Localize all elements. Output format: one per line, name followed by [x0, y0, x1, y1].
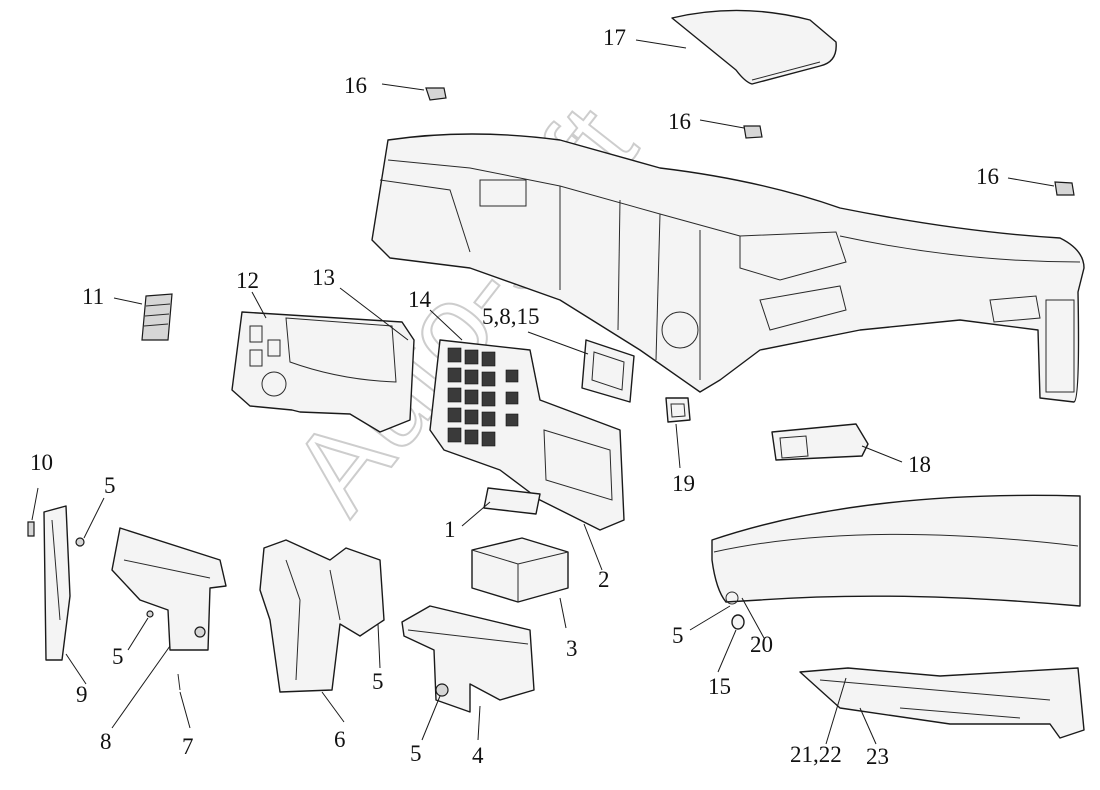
part-4-bracket — [401, 605, 535, 713]
callout-3: 3 — [566, 636, 578, 661]
callout-5-b: 5 — [112, 644, 124, 669]
part-11-grille — [141, 293, 173, 341]
callout-20: 20 — [750, 632, 773, 657]
callout-14: 14 — [408, 287, 432, 312]
part-18-vent-panel — [771, 423, 869, 461]
callout-6: 6 — [334, 727, 346, 752]
leader-lines — [31, 39, 1055, 745]
clip-16-a — [425, 87, 447, 101]
callout-2: 2 — [598, 567, 610, 592]
switch-grid — [447, 347, 519, 447]
part-8-bracket — [111, 527, 227, 651]
callout-9: 9 — [76, 682, 88, 707]
callout-13: 13 — [312, 265, 335, 290]
screw-5-b — [146, 610, 154, 618]
callout-4: 4 — [472, 743, 484, 768]
callout-18: 18 — [908, 452, 931, 477]
callout-16-c: 16 — [976, 164, 999, 189]
callout-5-e: 5 — [672, 623, 684, 648]
callout-5-a: 5 — [104, 473, 116, 498]
part-14-switch-panel — [429, 339, 625, 531]
part-20-lower-trim — [711, 494, 1081, 607]
callout-10: 10 — [30, 450, 53, 475]
part-10-bolt — [27, 521, 35, 537]
callout-16-a: 16 — [344, 73, 367, 98]
callout-8: 8 — [100, 729, 112, 754]
clip-16-b — [743, 125, 763, 139]
callout-labels: 17 16 16 16 11 12 13 14 5,8,15 19 18 1 2… — [30, 25, 999, 769]
callout-15: 15 — [708, 674, 731, 699]
callout-16-b: 16 — [668, 109, 691, 134]
part-23-shelf — [799, 667, 1085, 739]
callout-23: 23 — [866, 744, 889, 769]
part-top-cover — [671, 9, 837, 85]
part-12-cluster-panel — [231, 311, 415, 433]
callout-5-c: 5 — [372, 669, 384, 694]
callout-21-22: 21,22 — [790, 742, 842, 767]
clip-16-c — [1054, 181, 1075, 196]
callout-17: 17 — [603, 25, 626, 50]
callout-19: 19 — [672, 471, 695, 496]
part-dashboard-body — [371, 133, 1085, 403]
part-19-switch — [665, 397, 691, 423]
callout-5-8-15: 5,8,15 — [482, 304, 540, 329]
part-3-storage-box — [471, 537, 569, 603]
callout-5-d: 5 — [410, 741, 422, 766]
part-radio-housing — [581, 339, 635, 403]
callout-1: 1 — [444, 517, 456, 542]
part-6-center-column — [259, 539, 385, 693]
callout-12: 12 — [236, 268, 259, 293]
part-1-cover-plate — [483, 487, 541, 515]
part-9-side-trim — [43, 505, 71, 661]
screw-5-a — [75, 537, 85, 547]
callout-7: 7 — [182, 734, 194, 759]
pin-7 — [177, 673, 181, 691]
part-15-cap — [731, 614, 745, 630]
callout-11: 11 — [82, 284, 104, 309]
